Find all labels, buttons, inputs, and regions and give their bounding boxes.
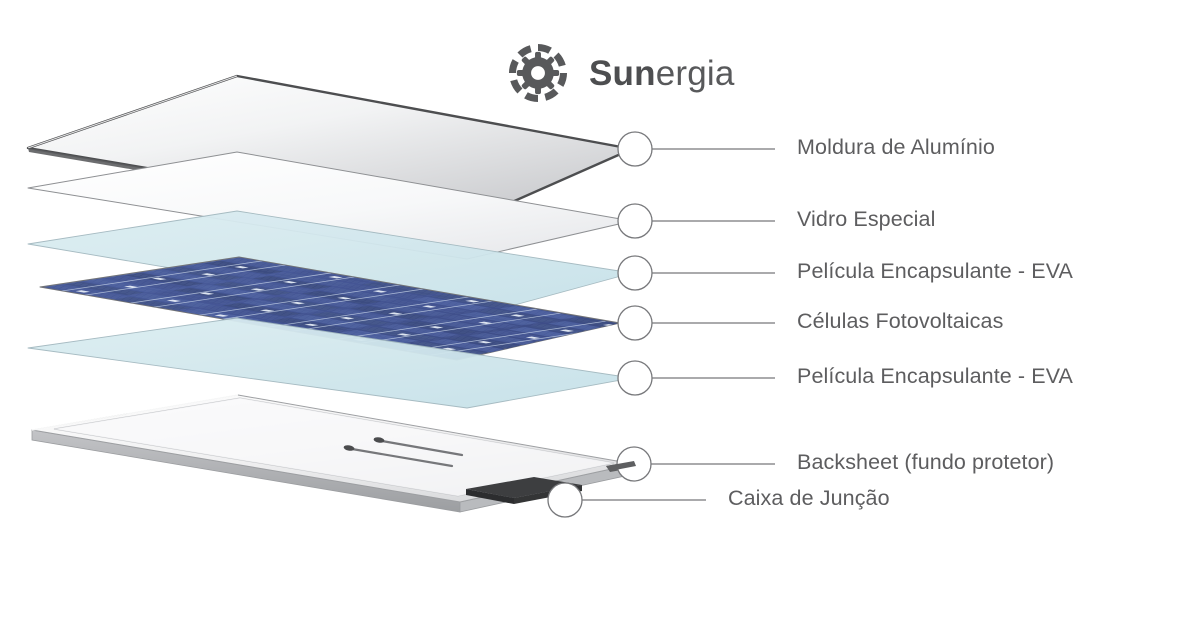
callout-label-caixa-de-juncao: Caixa de Junção (728, 486, 890, 510)
backsheet-cables (343, 437, 464, 468)
callout-moldura-aluminio[interactable] (617, 131, 775, 167)
callout-pelicula-eva-superior[interactable] (617, 255, 775, 291)
brand-name-bold: Sun (589, 53, 656, 93)
callout-vidro-especial[interactable] (617, 203, 775, 239)
callout-backsheet[interactable] (606, 446, 775, 482)
callout-celulas-fotovoltaicas[interactable] (617, 305, 775, 341)
callout-marker-circle[interactable] (617, 255, 653, 291)
brand-lockup: Sunergia (505, 40, 735, 106)
callout-marker-circle[interactable] (617, 305, 653, 341)
backsheet-inner-face (54, 398, 614, 496)
callout-label-moldura-aluminio: Moldura de Alumínio (797, 135, 995, 159)
callout-marker-circle[interactable] (547, 482, 583, 518)
callout-label-pelicula-eva-inferior: Película Encapsulante - EVA (797, 364, 1073, 388)
callout-caixa-de-juncao[interactable] (547, 482, 706, 518)
junction-box-front (466, 489, 514, 504)
callouts-group (547, 131, 775, 518)
junction-box-top (466, 477, 582, 498)
brand-name-rest: ergia (655, 53, 735, 93)
cable-connector-lower (343, 445, 355, 451)
cable-lower (350, 447, 454, 468)
callout-label-vidro-especial: Vidro Especial (797, 207, 936, 231)
callout-label-celulas-fotovoltaicas: Células Fotovoltaicas (797, 309, 1004, 333)
cable-upper (380, 439, 464, 457)
backsheet-nub-in-marker (606, 461, 636, 471)
callout-pelicula-eva-inferior[interactable] (617, 360, 775, 396)
callout-label-backsheet: Backsheet (fundo protetor) (797, 450, 1055, 474)
sun-gear-logo-icon (508, 43, 568, 103)
aluminium-frame-highlight (27, 75, 238, 149)
callout-marker-circle[interactable] (617, 131, 653, 167)
brand-wordmark: Sunergia (589, 56, 735, 91)
pv-busbars (61, 260, 620, 356)
cable-connector-upper (373, 437, 385, 443)
pv-cells-sheen (40, 257, 620, 360)
callout-marker-circle[interactable] (617, 203, 653, 239)
callout-label-pelicula-eva-superior: Película Encapsulante - EVA (797, 259, 1073, 283)
backsheet-rim-highlight (31, 394, 239, 431)
callout-marker-circle[interactable] (617, 360, 653, 396)
